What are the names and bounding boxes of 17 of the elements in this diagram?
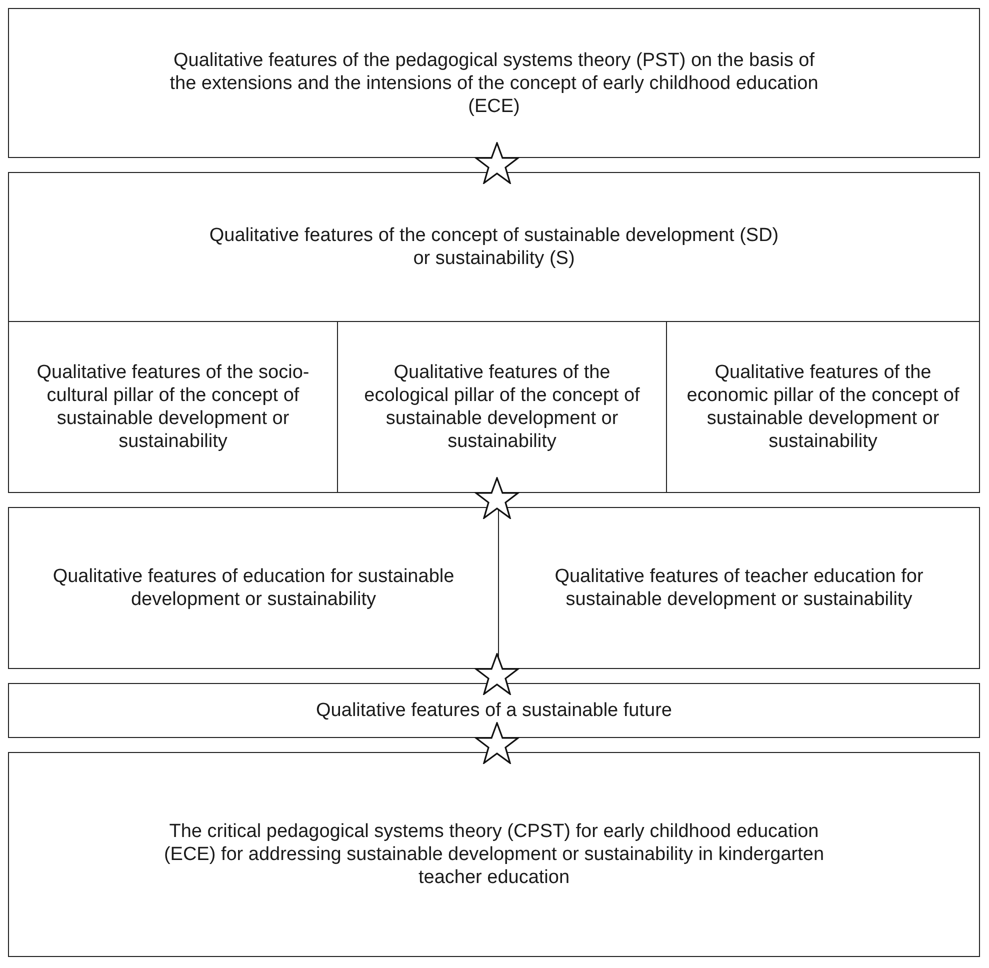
star-connector <box>475 142 519 184</box>
star-connector <box>475 653 519 695</box>
box-text: Qualitative features of a sustainable future <box>316 699 672 722</box>
star-connector <box>475 722 519 764</box>
text-box <box>8 172 980 493</box>
star-connector <box>475 477 519 519</box>
box-text: Qualitative features of the ecological pillar of the concept of sustainable development or sustainability <box>363 361 641 453</box>
box-text: Qualitative features of the economic pillar of the concept of sustainable development or sustainability <box>686 361 960 453</box>
text-box <box>8 752 980 957</box>
box-text: Qualitative features of teacher education for sustainable development or sustainability <box>554 565 924 611</box>
text-box <box>8 683 980 738</box>
box-text: Qualitative features of education for sustainable development or sustainability <box>52 565 456 611</box>
box-text: Qualitative features of the concept of sustainable development (SD) or sustainability (S) <box>209 224 779 270</box>
box-text: The critical pedagogical systems theory (CPST) for early childhood education (ECE) for addressing sustainable development or sustainability in kindergarten teacher education <box>162 820 826 889</box>
text-box <box>8 8 980 158</box>
box-text: Qualitative features of the pedagogical systems theory (PST) on the basis of the extensions and the intensions of the concept of early childhood education (ECE) <box>168 48 820 118</box>
box-text: Qualitative features of the socio-cultural pillar of the concept of sustainable development or sustainability <box>36 361 310 453</box>
